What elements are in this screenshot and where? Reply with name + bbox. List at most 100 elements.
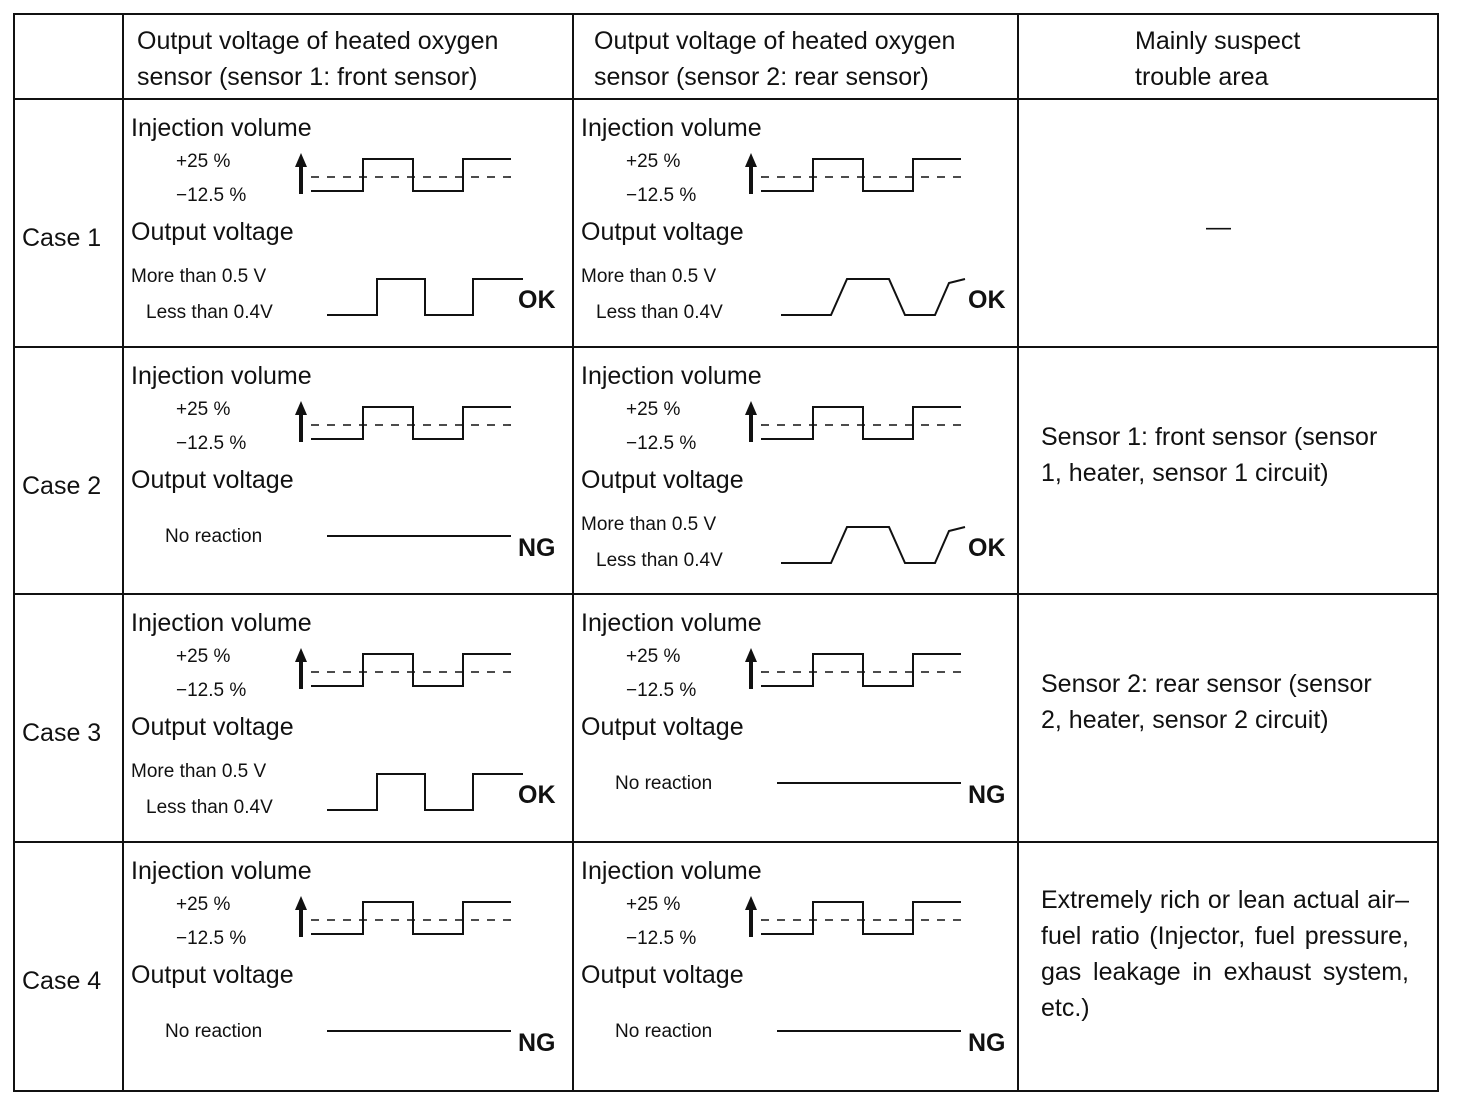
verdict-label: OK	[968, 286, 1006, 314]
injection-square-wave	[311, 653, 511, 687]
output-trapezoid-wave	[781, 526, 966, 564]
verdict-label: NG	[968, 1029, 1006, 1057]
plus-25-label: +25 %	[176, 151, 231, 172]
table-border	[13, 13, 1439, 1092]
no-reaction-label: No reaction	[615, 1021, 713, 1042]
output-square-wave	[327, 773, 523, 811]
injection-volume-label: Injection volume	[131, 857, 312, 885]
injection-waveform	[295, 401, 511, 442]
output-flat-line	[777, 1030, 961, 1032]
no-reaction-label: No reaction	[165, 526, 263, 547]
injection-square-wave	[311, 406, 511, 440]
trouble-area-text: Sensor 1: front sensor (sensor 1, heater…	[1041, 423, 1378, 487]
less-than-0-4v-label: Less than 0.4V	[146, 797, 273, 818]
injection-volume-label: Injection volume	[131, 362, 312, 390]
minus-12-5-label: −12.5 %	[626, 433, 697, 454]
output-voltage-label: Output voltage	[131, 961, 294, 989]
output-voltage-label: Output voltage	[581, 466, 744, 494]
trouble-area-text: Extremely rich or lean actual air–fuel r…	[1041, 886, 1409, 1022]
injection-square-wave	[761, 406, 961, 440]
case-label: Case 3	[22, 719, 102, 747]
output-flat-line	[327, 1030, 511, 1032]
verdict-label: NG	[518, 534, 556, 562]
minus-12-5-label: −12.5 %	[176, 928, 247, 949]
no-reaction-label: No reaction	[165, 1021, 263, 1042]
up-arrow-icon	[295, 896, 307, 910]
injection-waveform	[745, 648, 961, 689]
output-trapezoid-wave	[781, 278, 966, 316]
verdict-label: OK	[518, 286, 556, 314]
minus-12-5-label: −12.5 %	[626, 928, 697, 949]
up-arrow-icon	[745, 401, 757, 415]
injection-waveform	[745, 896, 961, 937]
injection-waveform	[745, 153, 961, 194]
minus-12-5-label: −12.5 %	[626, 680, 697, 701]
output-waveform	[781, 278, 966, 316]
injection-volume-label: Injection volume	[581, 362, 762, 390]
case-label: Case 1	[22, 224, 102, 252]
plus-25-label: +25 %	[176, 399, 231, 420]
injection-waveform	[295, 153, 511, 194]
more-than-0-5v-label: More than 0.5 V	[581, 514, 717, 535]
minus-12-5-label: −12.5 %	[176, 680, 247, 701]
less-than-0-4v-label: Less than 0.4V	[146, 302, 273, 323]
verdict-label: NG	[968, 781, 1006, 809]
up-arrow-icon	[745, 896, 757, 910]
injection-square-wave	[761, 901, 961, 935]
output-voltage-label: Output voltage	[581, 961, 744, 989]
injection-square-wave	[761, 653, 961, 687]
header-sensor1: Output voltage of heated oxygen sensor (…	[137, 27, 499, 91]
case-label: Case 4	[22, 967, 102, 995]
plus-25-label: +25 %	[626, 399, 681, 420]
header-sensor2: Output voltage of heated oxygen sensor (…	[594, 27, 956, 91]
output-voltage-label: Output voltage	[581, 713, 744, 741]
plus-25-label: +25 %	[626, 151, 681, 172]
up-arrow-icon	[295, 648, 307, 662]
output-waveform	[327, 278, 523, 316]
no-reaction-label: No reaction	[615, 773, 713, 794]
injection-volume-label: Injection volume	[131, 609, 312, 637]
output-flat-line	[327, 535, 511, 537]
minus-12-5-label: −12.5 %	[626, 185, 697, 206]
minus-12-5-label: −12.5 %	[176, 433, 247, 454]
output-voltage-label: Output voltage	[581, 218, 744, 246]
output-voltage-label: Output voltage	[131, 218, 294, 246]
up-arrow-icon	[745, 153, 757, 167]
output-flat-line	[777, 782, 961, 784]
trouble-area-text: —	[1206, 213, 1231, 241]
plus-25-label: +25 %	[176, 646, 231, 667]
injection-volume-label: Injection volume	[581, 857, 762, 885]
injection-waveform	[295, 648, 511, 689]
more-than-0-5v-label: More than 0.5 V	[131, 266, 267, 287]
less-than-0-4v-label: Less than 0.4V	[596, 302, 723, 323]
plus-25-label: +25 %	[626, 894, 681, 915]
more-than-0-5v-label: More than 0.5 V	[581, 266, 717, 287]
verdict-label: OK	[968, 534, 1006, 562]
verdict-label: OK	[518, 781, 556, 809]
output-voltage-label: Output voltage	[131, 713, 294, 741]
case-label: Case 2	[22, 472, 102, 500]
up-arrow-icon	[745, 648, 757, 662]
plus-25-label: +25 %	[626, 646, 681, 667]
plus-25-label: +25 %	[176, 894, 231, 915]
injection-volume-label: Injection volume	[581, 114, 762, 142]
less-than-0-4v-label: Less than 0.4V	[596, 550, 723, 571]
output-voltage-label: Output voltage	[131, 466, 294, 494]
injection-square-wave	[311, 901, 511, 935]
minus-12-5-label: −12.5 %	[176, 185, 247, 206]
injection-square-wave	[761, 158, 961, 192]
injection-volume-label: Injection volume	[131, 114, 312, 142]
header-trouble-area: Mainly suspect trouble area	[1135, 27, 1301, 91]
injection-square-wave	[311, 158, 511, 192]
more-than-0-5v-label: More than 0.5 V	[131, 761, 267, 782]
verdict-label: NG	[518, 1029, 556, 1057]
output-waveform	[781, 526, 966, 564]
injection-volume-label: Injection volume	[581, 609, 762, 637]
injection-waveform	[295, 896, 511, 937]
up-arrow-icon	[295, 401, 307, 415]
up-arrow-icon	[295, 153, 307, 167]
output-waveform	[327, 773, 523, 811]
injection-waveform	[745, 401, 961, 442]
